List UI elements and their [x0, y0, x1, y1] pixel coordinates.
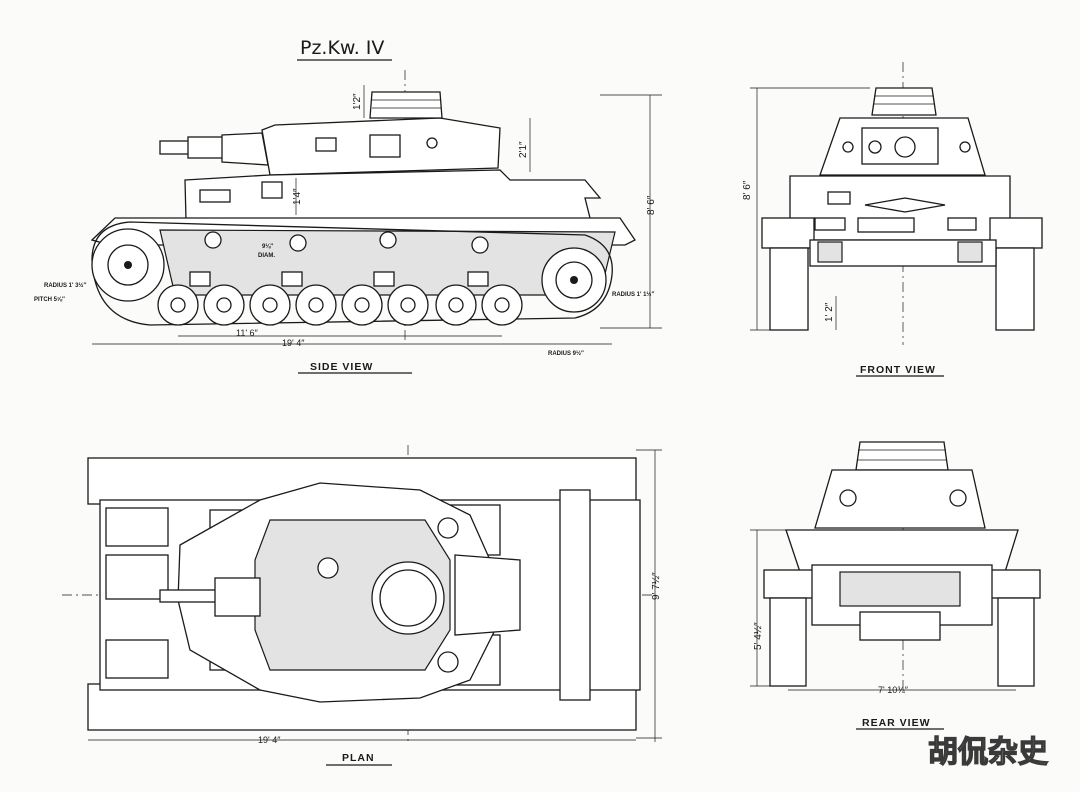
rear-turret — [814, 469, 986, 529]
rear-track-left — [769, 597, 807, 687]
rear-track-width: 7' 10¾″ — [878, 685, 909, 695]
gun-mantlet — [221, 132, 269, 166]
side-wheelbase: 11' 6″ — [236, 328, 259, 338]
side-hull-top: 1'4″ — [292, 188, 303, 205]
side-overall-length: 19' 4″ — [282, 338, 305, 348]
side-turret-height: 2'1″ — [518, 141, 529, 158]
watermark: 胡侃杂史 — [928, 735, 1048, 770]
front-track-left — [769, 247, 809, 331]
front-cupola — [871, 87, 937, 116]
rear-track-right — [997, 597, 1035, 687]
track-pitch: PITCH 5⅝″ — [34, 297, 65, 303]
plan-length: 19' 4″ — [258, 735, 281, 745]
front-view: 8' 6″ 1' 2″ FRONT VIEW — [742, 62, 1043, 377]
rear-view-label: REAR VIEW — [862, 717, 931, 729]
plan-view: 9' 7½″ 19' 4″ PLAN — [62, 445, 662, 766]
idler-radius: RADIUS 1' 1½″ — [612, 291, 654, 298]
side-cupola-height: 1'2″ — [352, 93, 363, 110]
hull-superstructure — [184, 169, 602, 221]
track-outline — [91, 221, 613, 326]
rear-hull-height: 5' 4½″ — [753, 622, 764, 650]
plan-gun — [159, 589, 221, 603]
rear-view: 5' 4½″ 7' 10¾″ REAR VIEW — [750, 441, 1041, 730]
wheel-diam: 9⅛″ — [262, 244, 273, 250]
drawing-title: Pz.Kw. IV — [300, 37, 384, 59]
rear-cupola — [855, 441, 949, 471]
side-view-label: SIDE VIEW — [310, 361, 373, 373]
rear-muffler — [839, 571, 961, 607]
front-track-right — [995, 247, 1035, 331]
front-clearance: 1' 2″ — [824, 302, 835, 322]
sprocket-radius: RADIUS 1' 3½″ — [44, 282, 86, 289]
plan-width: 9' 7½″ — [651, 572, 662, 600]
commander-cupola — [369, 91, 443, 119]
plan-label: PLAN — [342, 752, 375, 764]
side-overall-height: 8' 6″ — [646, 195, 657, 215]
side-view: 8' 6″ 1'2″ 2'1″ 1'4″ 11' 6″ 19' 4″ 9⅛″ D… — [34, 70, 662, 374]
road-wheels — [157, 284, 523, 326]
front-height: 8' 6″ — [742, 180, 753, 200]
return-roller-radius: RADIUS 9½″ — [548, 350, 584, 357]
wheel-diam-label: DIAM. — [258, 253, 275, 259]
front-view-label: FRONT VIEW — [860, 364, 936, 376]
